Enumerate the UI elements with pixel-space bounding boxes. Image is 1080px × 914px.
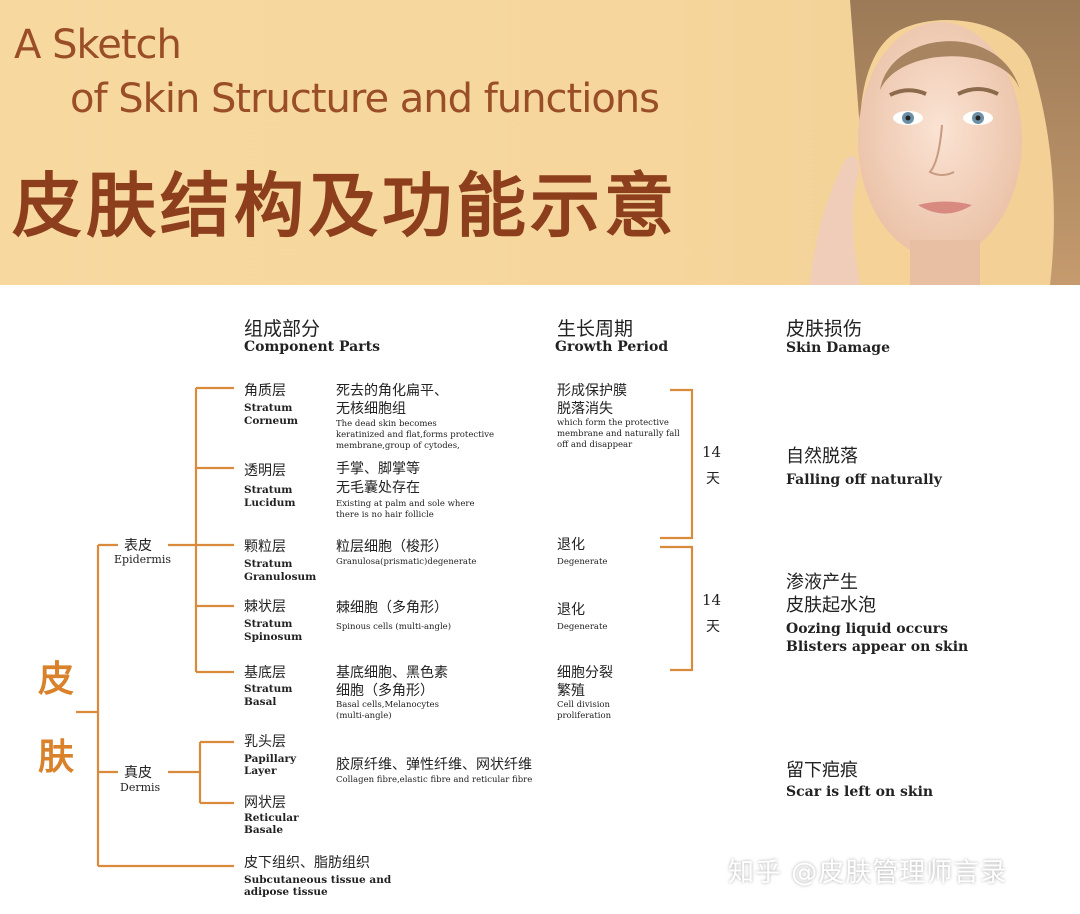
damage-natural-cn: 自然脱落 [786,446,858,467]
corneum-growth-cn1: 形成保护膜 [557,383,627,399]
dermis-label-en: Dermis [120,781,161,794]
component-header-cn: 组成部分 [244,318,321,340]
corneum-desc-cn2: 无核细胞组 [336,401,406,417]
damage-ooze-cn1: 渗液产生 [786,572,858,593]
root-label-char1: 皮 [38,659,75,700]
damage-scar-en: Scar is left on skin [786,784,934,800]
watermark: 知乎 @皮肤管理师言录 [728,858,1008,888]
damage-header-en: Skin Damage [786,340,890,356]
reticular-label-cn: 网状层 [244,795,286,811]
lucidum-desc-en2: there is no hair follicle [336,510,434,520]
papillary-label-en1: Papillary [244,753,297,765]
title-english-line2: of Skin Structure and functions [70,76,660,122]
corneum-label-cn: 角质层 [244,383,286,399]
period-lower-days: 14 [702,591,722,609]
corneum-label-en1: Stratum [244,402,293,414]
spinosum-label-cn: 棘状层 [244,599,286,615]
papillary-label-cn: 乳头层 [244,734,286,750]
epidermis-label-en: Epidermis [114,553,171,566]
title-banner: A Sketch of Skin Structure and functions… [0,0,1080,285]
granulosum-growth-cn: 退化 [557,537,585,553]
basal-growth-en2: proliferation [557,711,612,721]
damage-ooze-cn2: 皮肤起水泡 [786,595,876,616]
basal-label-cn: 基底层 [244,665,286,681]
granulosum-label-en2: Granulosum [244,571,317,583]
component-header-en: Component Parts [244,339,380,355]
corneum-growth-cn2: 脱落消失 [557,401,613,417]
basal-desc-cn1: 基底细胞、黑色素 [336,665,448,681]
epidermis-label-cn: 表皮 [124,538,152,554]
corneum-growth-en1: which form the protective [557,418,669,428]
spinosum-desc-cn: 棘细胞（多角形） [336,600,448,616]
lucidum-desc-cn1: 手掌、脚掌等 [336,461,420,477]
damage-ooze-en1: Oozing liquid occurs [786,621,949,637]
lucidum-label-en1: Stratum [244,484,293,496]
spinosum-growth-en: Degenerate [557,622,608,632]
root-label-char2: 肤 [38,737,75,778]
spinosum-desc-en: Spinous cells (multi-angle) [336,622,452,632]
corneum-desc-cn1: 死去的角化扁平、 [336,383,448,399]
corneum-label-en2: Corneum [244,415,298,427]
subcutaneous-label-en1: Subcutaneous tissue and [244,874,392,886]
spinosum-label-en2: Spinosum [244,631,303,643]
basal-desc-en2: (multi-angle) [336,711,392,721]
corneum-desc-en1: The dead skin becomes [336,419,437,429]
period-lower-unit: 天 [706,619,720,635]
period-upper-unit: 天 [706,471,720,487]
lucidum-desc-cn2: 无毛囊处存在 [336,480,420,496]
damage-ooze-en2: Blisters appear on skin [786,639,969,655]
reticular-label-en1: Reticular [244,812,299,824]
granulosum-desc-cn: 粒层细胞（梭形） [336,539,448,555]
basal-desc-cn2: 细胞（多角形） [336,683,434,699]
lucidum-label-en2: Lucidum [244,497,296,509]
granulosum-label-en1: Stratum [244,558,293,570]
dermis-desc-en: Collagen fibre,elastic fibre and reticul… [336,775,533,785]
granulosum-desc-en: Granulosa(prismatic)degenerate [336,557,477,567]
damage-scar-cn: 留下疤痕 [786,760,858,781]
subcutaneous-label-cn: 皮下组织、脂肪组织 [244,855,370,871]
reticular-label-en2: Basale [244,824,284,836]
corneum-desc-en3: membrane,group of cytodes, [336,441,460,451]
damage-natural-en: Falling off naturally [786,472,942,488]
subcutaneous-label-en2: adipose tissue [244,886,328,898]
damage-header-cn: 皮肤损伤 [786,318,863,340]
granulosum-growth-en: Degenerate [557,557,608,567]
dermis-desc-cn: 胶原纤维、弹性纤维、网状纤维 [336,757,532,773]
basal-growth-cn1: 细胞分裂 [557,665,613,681]
title-english-line1: A Sketch [14,22,182,68]
spinosum-growth-cn: 退化 [557,602,585,618]
lucidum-label-cn: 透明层 [244,463,286,479]
growth-header-cn: 生长周期 [557,318,634,340]
corneum-growth-en2: membrane and naturally fall [557,429,680,439]
basal-growth-en1: Cell division [557,700,611,710]
corneum-desc-en2: keratinized and flat,forms protective [336,430,495,440]
lucidum-desc-en1: Existing at palm and sole where [336,499,475,509]
spinosum-label-en1: Stratum [244,618,293,630]
basal-growth-cn2: 繁殖 [557,683,585,699]
period-upper-days: 14 [702,443,722,461]
portrait-image [810,0,1080,285]
growth-header-en: Growth Period [555,339,669,355]
title-chinese: 皮肤结构及功能示意 [12,165,678,247]
basal-label-en2: Basal [244,696,277,708]
granulosum-label-cn: 颗粒层 [244,539,286,555]
basal-label-en1: Stratum [244,683,293,695]
corneum-growth-en3: off and disappear [557,440,633,450]
dermis-label-cn: 真皮 [124,765,152,781]
papillary-label-en2: Layer [244,765,277,777]
basal-desc-en1: Basal cells,Melanocytes [336,700,439,710]
